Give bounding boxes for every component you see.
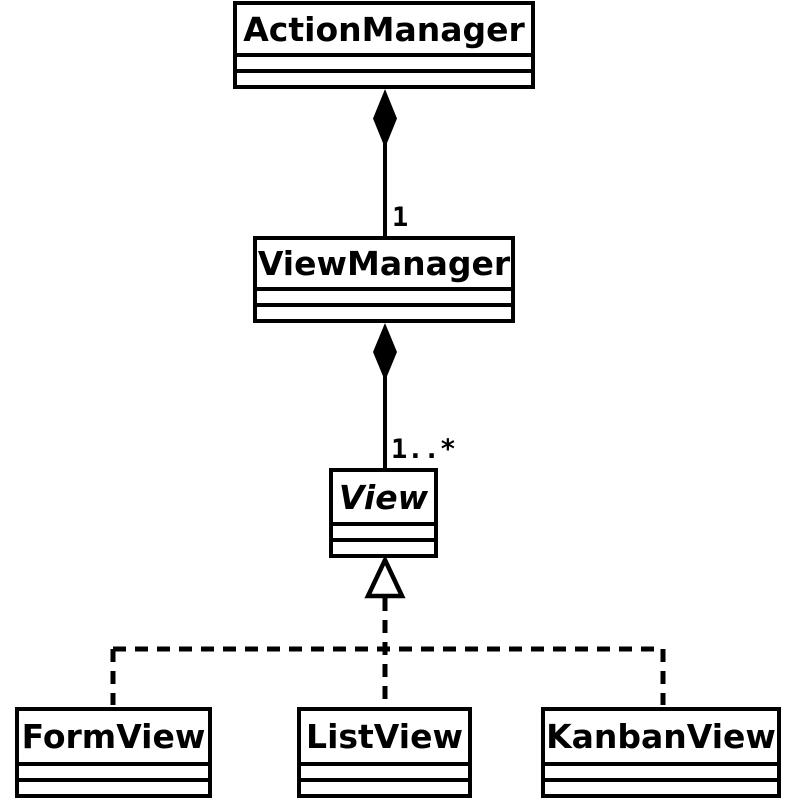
- methods-compartment: [333, 538, 434, 554]
- class-box-viewmanager: ViewManager: [253, 236, 515, 323]
- attributes-compartment: [257, 287, 511, 303]
- methods-compartment: [545, 778, 777, 794]
- attributes-compartment: [545, 762, 777, 778]
- class-title: ViewManager: [257, 244, 511, 283]
- methods-compartment: [301, 778, 468, 794]
- class-title: FormView: [21, 717, 206, 756]
- methods-compartment: [19, 778, 208, 794]
- multiplicity-label: 1..*: [391, 434, 457, 465]
- attributes-compartment: [301, 762, 468, 778]
- class-box-formview: FormView: [15, 707, 212, 798]
- composition-diamond-icon: [373, 89, 397, 148]
- class-box-kanbanview: KanbanView: [541, 707, 781, 798]
- composition-diamond-icon: [373, 323, 397, 381]
- class-title: ActionManager: [243, 9, 525, 49]
- multiplicity-label: 1: [392, 202, 409, 233]
- class-box-listview: ListView: [297, 707, 472, 798]
- generalization-triangle-icon: [364, 554, 406, 599]
- class-box-actionmanager: ActionManager: [233, 1, 535, 89]
- class-title: ListView: [306, 717, 463, 756]
- attributes-compartment: [237, 53, 531, 69]
- methods-compartment: [257, 303, 511, 319]
- class-title: View: [338, 477, 429, 517]
- attributes-compartment: [333, 522, 434, 538]
- class-title: KanbanView: [546, 717, 776, 756]
- methods-compartment: [237, 69, 531, 85]
- attributes-compartment: [19, 762, 208, 778]
- class-box-view: View: [329, 468, 438, 558]
